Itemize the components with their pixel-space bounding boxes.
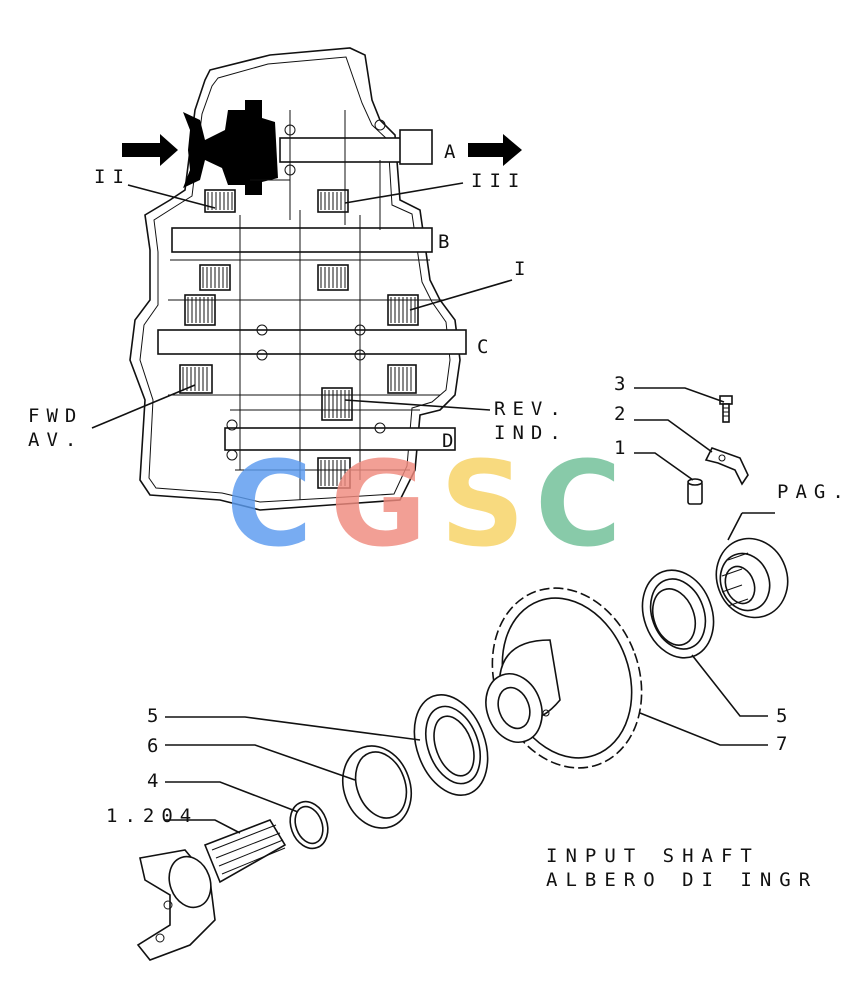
gearbox-section: A B C D II III I FWD AV. REV. IND.	[28, 47, 568, 511]
callout-2: 2	[614, 403, 632, 425]
clutch-pack-d	[317, 457, 351, 489]
gear-label-av: AV.	[28, 429, 83, 451]
callout-3: 3	[614, 373, 632, 395]
callout-6: 6	[147, 735, 165, 757]
callout-4: 4	[147, 770, 165, 792]
shaft-label-d: D	[442, 430, 460, 452]
washer-4	[289, 800, 329, 850]
gear-label-ii: II	[94, 166, 131, 188]
pin-1	[687, 478, 703, 505]
gear-label-fwd: FWD	[28, 405, 83, 427]
title-italian: ALBERO DI INGR	[546, 869, 818, 891]
callout-1: 1	[614, 437, 632, 459]
clutch-pack-iii	[317, 189, 349, 213]
gear-label-ind: IND.	[494, 422, 568, 444]
gear-label-iii: III	[471, 170, 526, 192]
clutch-pack-rev	[321, 364, 417, 421]
watermark-letter-4: C	[535, 435, 622, 573]
clutch-pack-ii	[204, 189, 236, 213]
callout-pag: PAG.	[777, 481, 851, 503]
watermark: C G S C	[226, 435, 622, 573]
watermark-letter-2: G	[330, 435, 427, 573]
callout-1-204: 1.204	[106, 805, 198, 827]
clutch-pack-b-left	[199, 264, 231, 291]
shaft-label-a: A	[444, 141, 462, 163]
shaft-label-b: B	[438, 231, 456, 253]
taper-bearing-left	[413, 693, 489, 797]
title-english: INPUT SHAFT	[546, 845, 760, 867]
clutch-pack-b-right	[317, 264, 349, 291]
roller-bearing	[715, 537, 789, 619]
taper-bearing-right	[641, 569, 715, 659]
output-arrow-icon	[468, 134, 522, 166]
callout-5-right: 5	[776, 705, 794, 727]
shaft-label-c: C	[477, 336, 495, 358]
watermark-letter-3: S	[440, 435, 525, 573]
ring-6	[342, 745, 412, 829]
callout-7: 7	[776, 733, 794, 755]
watermark-letter-1: C	[226, 435, 313, 573]
gear-label-rev: REV.	[494, 398, 568, 420]
input-arrow-icon	[122, 134, 178, 166]
gear-7	[485, 587, 643, 769]
bolt-3	[719, 395, 733, 423]
input-yoke	[136, 819, 287, 961]
gear-label-i: I	[514, 258, 532, 280]
callout-5-left: 5	[147, 705, 165, 727]
bracket-2	[704, 447, 749, 486]
